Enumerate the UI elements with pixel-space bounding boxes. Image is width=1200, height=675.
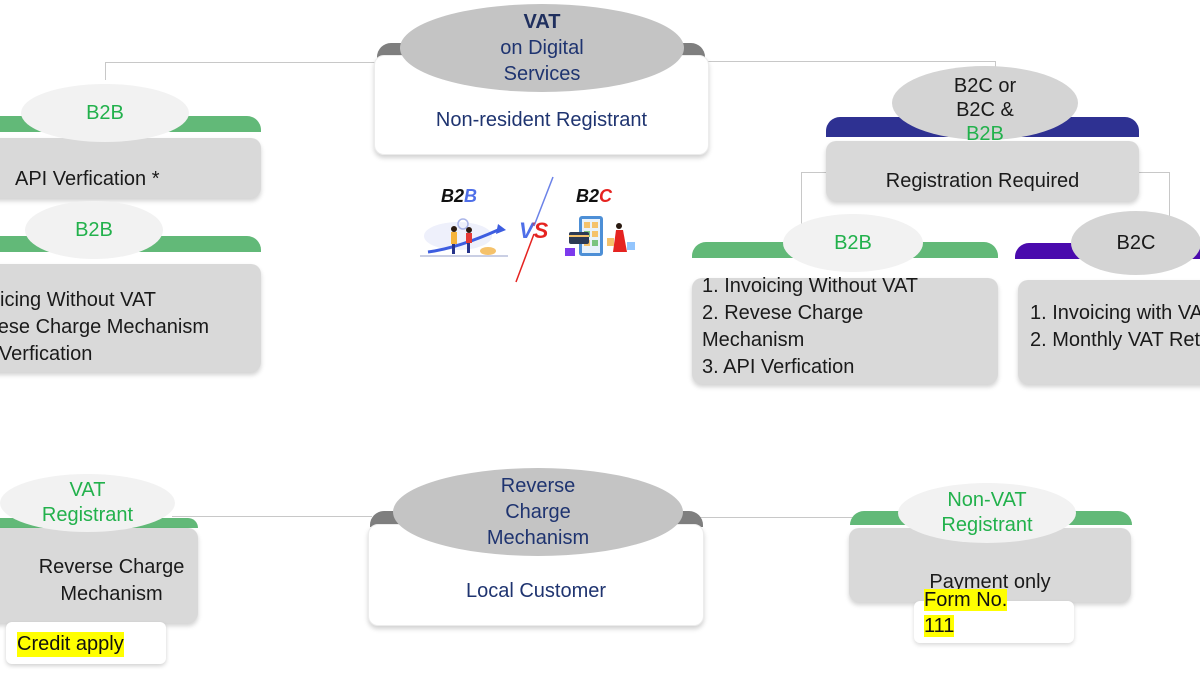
form-number-line-2: 111	[924, 615, 955, 637]
form-number-text: Form No. 111	[924, 587, 1008, 639]
node-ellipse: B2C or B2C & B2B	[892, 66, 1078, 145]
node-body: 1. Invoicing Without VAT 2. Revese Charg…	[0, 264, 261, 372]
b2b-title-suffix: B	[464, 186, 478, 206]
node-ellipse: VAT Registrant	[0, 474, 175, 532]
ellipse-text: B2B	[86, 102, 124, 124]
node-body-list: 1. Invoicing Without VAT 2. Revese Charg…	[0, 287, 209, 368]
list-item: 1. Invoicing Without VAT	[702, 275, 919, 297]
b2b-handshake-icon	[420, 218, 508, 257]
node-ellipse: B2B	[783, 214, 923, 272]
vs-label: VS	[519, 218, 548, 244]
ellipse-text: B2C	[1116, 232, 1156, 254]
node-body-line-1: Reverse Charge	[38, 555, 185, 578]
ellipse-line-3: B2B	[966, 123, 1004, 145]
node-ellipse: VAT on Digital Services	[400, 4, 684, 92]
list-item: 3. API Verfication	[0, 343, 93, 365]
connector-reg-right	[1139, 172, 1169, 173]
ellipse-line-2: Registrant	[941, 514, 1033, 536]
node-ellipse: B2C	[1071, 211, 1200, 275]
ellipse-line-2: B2C &	[956, 99, 1014, 121]
ellipse-text: B2B	[75, 219, 113, 241]
b2c-shopping-icon	[565, 216, 635, 256]
list-item: 2. Revese Charge	[702, 302, 864, 324]
form-number-line-1: Form No.	[924, 589, 1008, 611]
ellipse-line-1: Non-VAT	[947, 489, 1027, 511]
ellipse-line-1: Reverse	[500, 475, 576, 497]
ellipse-line-2: Charge	[505, 501, 571, 523]
list-item: 2. Monthly VAT Return	[1030, 329, 1200, 351]
list-item: 1. Invoicing Without VAT	[0, 289, 157, 311]
node-body-text: Non-resident Registrant	[435, 108, 648, 131]
node-ellipse: B2B	[25, 201, 163, 259]
connector-reg-left	[801, 172, 827, 173]
node-ellipse: Non-VAT Registrant	[898, 483, 1076, 543]
ellipse-line-1: VAT	[523, 11, 561, 33]
node-body-text: Payment only	[929, 570, 1051, 593]
ellipse-line-3: Mechanism	[486, 527, 590, 549]
connector-reg-left-drop	[801, 172, 802, 242]
node-body-text: Registration Required	[885, 169, 1080, 192]
b2c-title: B2C	[576, 186, 612, 207]
connector-top-left-drop	[105, 62, 106, 80]
ellipse-line-3: Services	[503, 63, 581, 85]
list-item: 1. Invoicing with VAT	[1030, 302, 1200, 324]
node-body: 1. Invoicing Without VAT 2. Revese Charg…	[692, 275, 998, 384]
connector-bottom-right	[700, 517, 860, 518]
list-item: Mechanism	[702, 329, 805, 351]
list-item: 3. API Verfication	[702, 356, 855, 378]
connector-top-left	[105, 62, 405, 63]
node-body-list: 1. Invoicing Without VAT 2. Revese Charg…	[702, 273, 918, 381]
node-body-text: Local Customer	[465, 579, 607, 602]
ellipse-line-2: Registrant	[41, 504, 134, 526]
ellipse-line-1: VAT	[69, 479, 106, 501]
node-ellipse: B2B	[21, 84, 189, 142]
connector-top-right	[706, 61, 996, 62]
node-body-line-2: Mechanism	[60, 582, 163, 605]
b2b-title-prefix: B2	[441, 186, 465, 206]
connector-bottom-left	[172, 516, 372, 517]
ellipse-text: B2B	[834, 232, 872, 254]
ellipse-line-2: on Digital	[500, 37, 584, 59]
vs-divider-icon	[515, 176, 554, 283]
node-body: Registration Required	[826, 141, 1139, 201]
node-body: API Verfication *	[0, 138, 261, 198]
node-body: 1. Invoicing with VAT 2. Monthly VAT Ret…	[1018, 280, 1200, 384]
node-body: Reverse Charge Mechanism	[0, 528, 198, 623]
node-body-list: 1. Invoicing with VAT 2. Monthly VAT Ret…	[1030, 300, 1200, 354]
credit-apply-text: Credit apply	[17, 632, 124, 657]
list-item: 2. Revese Charge Mechanism	[0, 316, 210, 338]
ellipse-line-1: B2C or	[953, 75, 1017, 97]
connector-reg-right-drop	[1169, 172, 1170, 218]
credit-apply-note: Credit apply	[6, 622, 166, 664]
node-body-text: API Verfication *	[15, 168, 160, 190]
b2c-title-prefix: B2	[576, 186, 600, 206]
b2c-title-suffix: C	[599, 186, 613, 206]
node-ellipse: Reverse Charge Mechanism	[393, 468, 683, 556]
vs-text: VS	[519, 218, 549, 243]
b2b-title: B2B	[441, 186, 477, 207]
